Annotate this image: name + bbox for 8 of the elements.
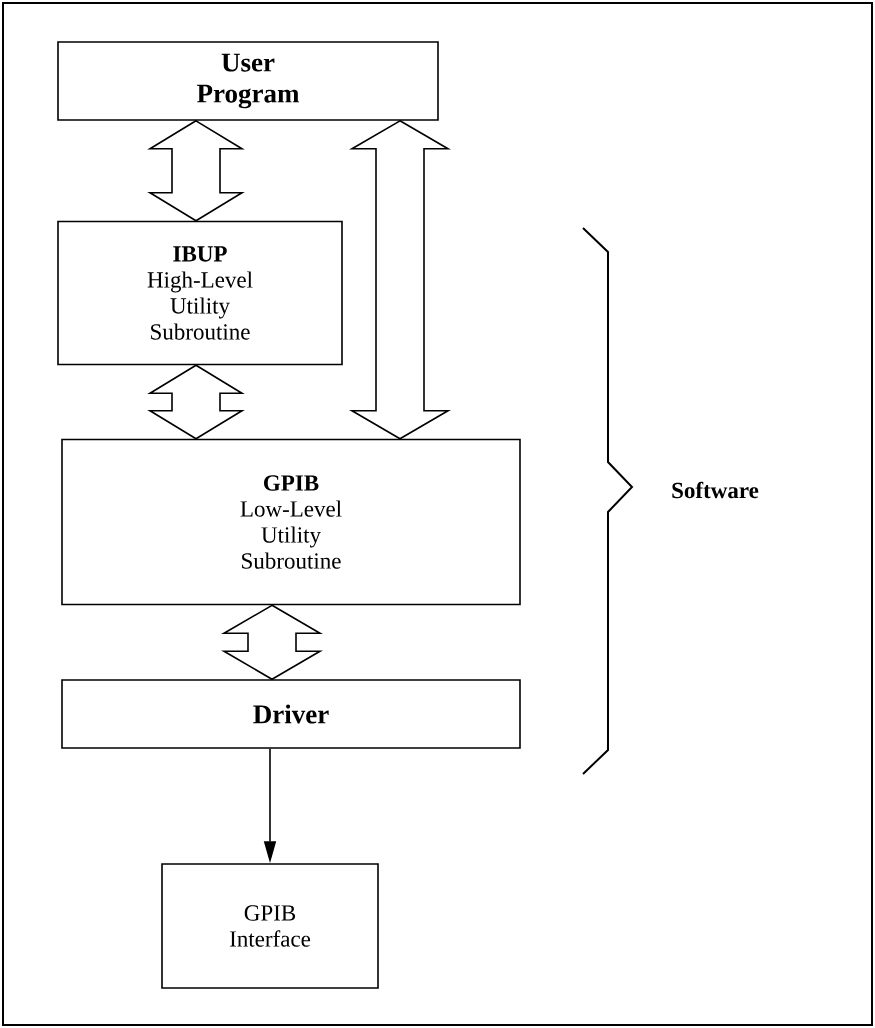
interface-box: GPIB Interface (161, 863, 379, 989)
block-arrow (221, 604, 323, 681)
process-box: User Program (57, 41, 439, 121)
process-box: IBUP High-Level Utility Subroutine (57, 220, 343, 366)
process-box: Driver (61, 679, 521, 749)
brace-label: Software (672, 481, 759, 499)
process-box: GPIB Low-Level Utility Subroutine (61, 438, 521, 606)
block-arrow (147, 364, 245, 440)
